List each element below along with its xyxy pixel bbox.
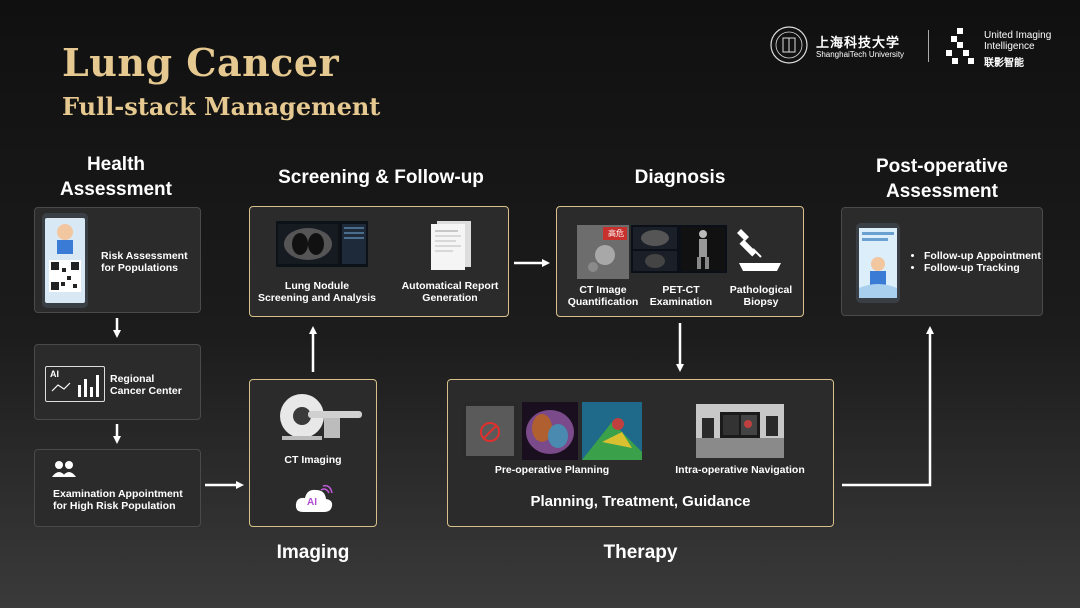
diagnosis-title: Diagnosis (634, 167, 726, 188)
patho-line2: Biopsy (743, 296, 779, 308)
therapy-panel: Pre-operative Planning Intra-operative N… (447, 379, 834, 527)
postop-panel: Follow-up Appointment Follow-up Tracking (841, 207, 1043, 316)
ct-quant-line1: CT Image (579, 284, 627, 296)
arrow-therapy-to-postop (842, 326, 934, 487)
preoperative-planning-label: Pre-operative Planning (494, 464, 610, 476)
ai-cloud-icon: AI (295, 484, 333, 514)
nodule-line1: Lung Nodule (284, 280, 350, 292)
exam-line1: Examination Appointment (53, 488, 183, 500)
postop-item-tracking: Follow-up Tracking (924, 262, 1041, 274)
imaging-title: Imaging (276, 542, 350, 563)
united-imaging-name-cn: 联影智能 (984, 58, 1024, 69)
ct-scanner-image (280, 394, 362, 440)
screening-title: Screening & Follow-up (278, 167, 484, 188)
nodule-line2: Screening and Analysis (257, 292, 377, 304)
intraoperative-navigation-label: Intra-operative Navigation (675, 464, 805, 476)
health-assessment-title: Health Assessment (40, 152, 192, 202)
united-imaging-logo-icon (946, 28, 974, 64)
patho-line1: Pathological (729, 284, 793, 296)
risk-line1: Risk Assessment (101, 250, 188, 262)
shanghaitech-name-en: ShanghaiTech University (816, 50, 905, 59)
therapy-summary: Planning, Treatment, Guidance (530, 493, 751, 510)
pathological-biopsy-label: Pathological Biopsy (721, 284, 801, 308)
intraoperative-navigation-image (696, 404, 784, 458)
uii-line1: United Imaging (984, 30, 1052, 41)
ai-chart-icon: AI (45, 366, 105, 402)
therapy-title: Therapy (603, 542, 678, 563)
lung-nodule-label: Lung Nodule Screening and Analysis (255, 280, 379, 304)
risk-assessment-panel: Risk Assessment for Populations (34, 207, 201, 313)
postop-list: Follow-up Appointment Follow-up Tracking (908, 250, 1041, 274)
logo-divider (928, 30, 929, 62)
report-generation-label: Automatical Report Generation (391, 280, 509, 304)
phone-qr-image (42, 213, 88, 308)
preoperative-planning-image (462, 402, 642, 460)
diagnosis-panel: 高危 CT Image Quantification PET-CT Examin… (556, 206, 804, 317)
regional-cancer-center-panel: AI Regional Cancer Center (34, 344, 201, 420)
examination-appointment-panel: Examination Appointment for High Risk Po… (34, 449, 201, 527)
ai-badge: AI (307, 497, 317, 508)
page-title: Lung Cancer (62, 40, 340, 85)
exam-line2: for High Risk Population (53, 500, 176, 512)
uii-line2: Intelligence (984, 41, 1035, 52)
pet-ct-image (631, 225, 727, 273)
examination-appointment-label: Examination Appointment for High Risk Po… (53, 488, 183, 512)
biopsy-dropper-icon (737, 229, 781, 271)
logo-bar: 上海科技大学 ShanghaiTech University United Im… (770, 26, 1060, 69)
people-icon (52, 461, 76, 477)
high-risk-tag: 高危 (608, 229, 624, 238)
shanghaitech-name-cn: 上海科技大学 (816, 35, 901, 50)
ct-quantification-label: CT Image Quantification (561, 284, 645, 308)
regional-line2: Cancer Center (110, 385, 182, 397)
ct-quantification-image (577, 225, 629, 279)
shanghaitech-seal-icon (770, 26, 808, 64)
risk-assessment-label: Risk Assessment for Populations (101, 250, 188, 274)
lung-ct-screen-image (276, 221, 368, 267)
postop-item-appointment: Follow-up Appointment (924, 250, 1041, 262)
page-subtitle: Full-stack Management (62, 92, 381, 121)
qr-code-icon (49, 224, 81, 292)
chart-bars-icon (51, 375, 99, 397)
health-title-line1: Health (86, 154, 146, 175)
regional-center-label: Regional Cancer Center (110, 373, 182, 397)
regional-line1: Regional (110, 373, 155, 385)
health-title-line2: Assessment (60, 179, 172, 200)
postop-title-line1: Post-operative (876, 156, 1008, 177)
report-line2: Generation (422, 292, 478, 304)
followup-phone-image (856, 223, 900, 303)
cloud-shape-icon (295, 484, 333, 512)
followup-app-icon (859, 228, 897, 298)
ai-chart-icon-label: AI (50, 369, 59, 379)
pet-line1: PET-CT (662, 284, 700, 296)
report-document-image (431, 221, 471, 270)
postop-title-line2: Assessment (886, 181, 998, 202)
pet-line2: Examination (649, 296, 713, 308)
imaging-panel: CT Imaging AI (249, 379, 377, 527)
screening-panel: Lung Nodule Screening and Analysis Autom… (249, 206, 509, 317)
report-line1: Automatical Report (401, 280, 499, 292)
postop-title: Post-operative Assessment (841, 154, 1043, 204)
ct-quant-line2: Quantification (567, 296, 639, 308)
risk-line2: for Populations (101, 262, 178, 274)
united-imaging-name-en: United Imaging Intelligence (984, 30, 1051, 52)
pet-ct-label: PET-CT Examination (641, 284, 721, 308)
ct-imaging-label: CT Imaging (284, 454, 342, 466)
